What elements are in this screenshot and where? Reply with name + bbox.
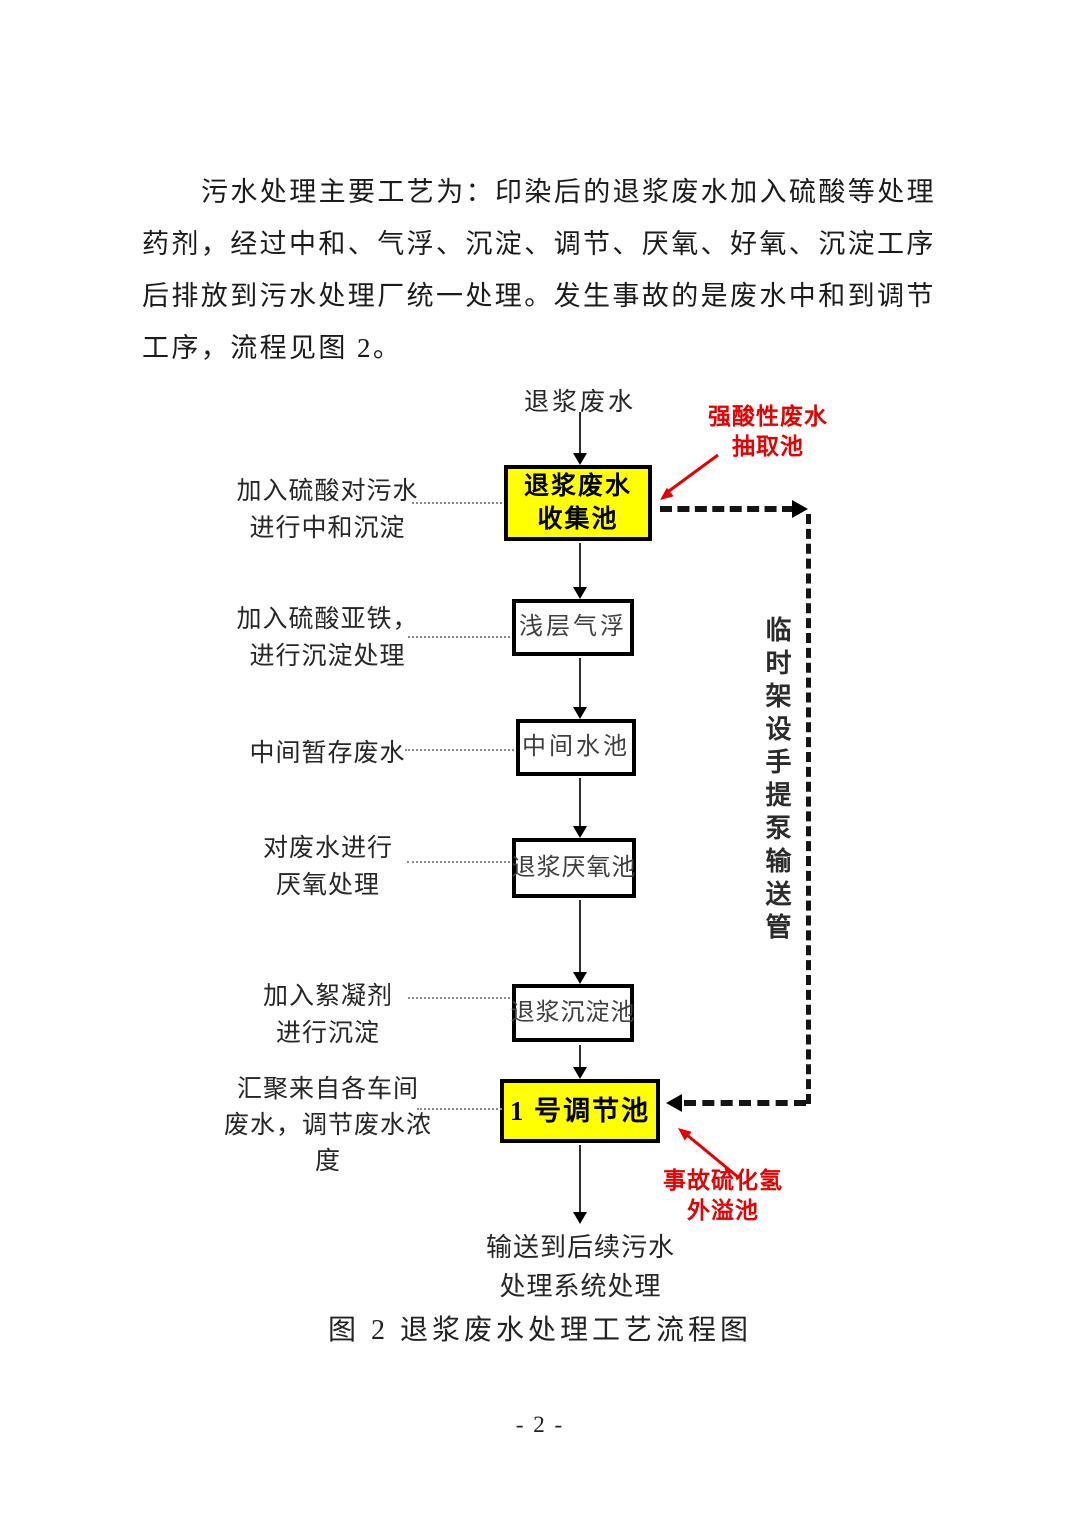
down-arrow-head xyxy=(573,587,587,599)
down-arrow-line xyxy=(579,778,581,827)
down-arrow-head xyxy=(573,972,587,984)
flow-box-sedimentation-pool: 退浆沉淀池 xyxy=(510,984,636,1042)
red-arrow-icon xyxy=(660,453,719,500)
side-label-line: 汇聚来自各车间 xyxy=(236,1076,419,1103)
down-arrow-line xyxy=(579,412,581,454)
bypass-dashed-line-vertical xyxy=(806,514,811,1104)
flow-box-anaerobic-pool: 退浆厌氧池 xyxy=(512,838,636,898)
paragraph-line: 工序，流程见图 2。 xyxy=(142,333,403,363)
dotted-connector xyxy=(405,749,514,751)
bypass-arrow-left-head xyxy=(666,1094,682,1112)
side-label-line: 度 xyxy=(314,1148,341,1175)
acid-pool-annotation-line: 抽取池 xyxy=(732,434,804,459)
down-arrow-line xyxy=(579,1045,581,1068)
flow-box-label: 浅层气浮 xyxy=(519,614,627,640)
down-arrow-line xyxy=(579,1145,581,1213)
side-label-line: 进行中和沉淀 xyxy=(249,515,406,542)
down-arrow-head xyxy=(573,1212,587,1224)
flow-box-label: 1 号调节池 xyxy=(509,1095,651,1126)
flow-box-label: 退浆沉淀池 xyxy=(510,999,636,1026)
h2s-pool-annotation-line: 外溢池 xyxy=(687,1198,759,1223)
side-label-neutralize: 加入硫酸对污水 进行中和沉淀 xyxy=(230,473,425,547)
paragraph-line: 药剂，经过中和、气浮、沉淀、调节、厌氧、好氧、沉淀工序 xyxy=(142,229,936,259)
red-arrow-icon xyxy=(678,1128,739,1179)
flow-box-collection-pool: 退浆废水 收集池 xyxy=(504,465,652,541)
h2s-pool-annotation-line: 事故硫化氢 xyxy=(663,1168,783,1193)
side-label-line: 加入絮凝剂 xyxy=(262,983,393,1010)
dotted-connector xyxy=(417,1108,502,1110)
flow-box-air-flotation: 浅层气浮 xyxy=(512,599,634,656)
bypass-dashed-line-top xyxy=(660,506,794,512)
down-arrow-line xyxy=(579,658,581,708)
paragraph-line: 污水处理主要工艺为：印染后的退浆废水加入硫酸等处理 xyxy=(201,177,936,207)
flow-box-middle-pool: 中间水池 xyxy=(516,719,636,776)
side-label-temporary-storage: 中间暂存废水 xyxy=(235,735,420,772)
flow-box-label: 退浆厌氧池 xyxy=(511,854,637,881)
side-label-converge: 汇聚来自各车间 废水，调节废水浓 度 xyxy=(222,1072,434,1180)
side-label-line: 中间暂存废水 xyxy=(249,740,406,767)
side-label-line: 进行沉淀 xyxy=(275,1020,380,1047)
dotted-connector xyxy=(408,997,510,999)
figure-caption: 图 2 退浆废水处理工艺流程图 xyxy=(327,1315,752,1346)
acid-pool-annotation: 强酸性废水 抽取池 xyxy=(698,402,838,462)
down-arrow-line xyxy=(579,900,581,973)
dotted-connector xyxy=(412,502,502,504)
outlet-label: 输送到后续污水 处理系统处理 xyxy=(468,1228,693,1306)
side-label-line: 废水，调节废水浓 xyxy=(223,1112,432,1139)
flow-box-regulating-pool: 1 号调节池 xyxy=(500,1079,660,1143)
flow-box-label: 退浆废水 xyxy=(523,473,632,500)
acid-pool-annotation-line: 强酸性废水 xyxy=(708,404,828,429)
down-arrow-head xyxy=(573,826,587,838)
side-label-ferrous-sulfate: 加入硫酸亚铁， 进行沉淀处理 xyxy=(230,601,425,675)
bypass-dashed-line-bottom xyxy=(684,1100,806,1106)
dotted-connector xyxy=(408,636,510,638)
flow-box-label: 收集池 xyxy=(537,506,619,533)
h2s-pool-annotation: 事故硫化氢 外溢池 xyxy=(638,1166,808,1226)
bypass-pipe-label: 临时架设手提泵输送管 xyxy=(762,616,791,946)
side-label-flocculant: 加入絮凝剂 进行沉淀 xyxy=(248,978,408,1052)
side-label-anaerobic: 对废水进行 厌氧处理 xyxy=(248,830,408,904)
side-label-line: 对废水进行 xyxy=(262,835,393,862)
paragraph-line: 后排放到污水处理厂统一处理。发生事故的是废水中和到调节 xyxy=(142,281,936,311)
outlet-label-line: 处理系统处理 xyxy=(499,1272,662,1301)
down-arrow-head xyxy=(573,707,587,719)
down-arrow-head xyxy=(573,1067,587,1079)
page-number: - 2 - xyxy=(515,1412,565,1437)
down-arrow-head xyxy=(573,453,587,465)
side-label-line: 进行沉淀处理 xyxy=(249,643,406,670)
side-label-line: 加入硫酸对污水 xyxy=(236,478,419,505)
side-label-line: 加入硫酸亚铁， xyxy=(236,606,419,633)
side-label-line: 厌氧处理 xyxy=(275,872,380,899)
bypass-arrow-right-head xyxy=(792,500,808,518)
outlet-label-line: 输送到后续污水 xyxy=(485,1233,675,1262)
down-arrow-line xyxy=(579,543,581,588)
flow-source-label: 退浆废水 xyxy=(523,389,636,416)
dotted-connector xyxy=(407,861,510,863)
flow-box-label: 中间水池 xyxy=(522,734,630,760)
